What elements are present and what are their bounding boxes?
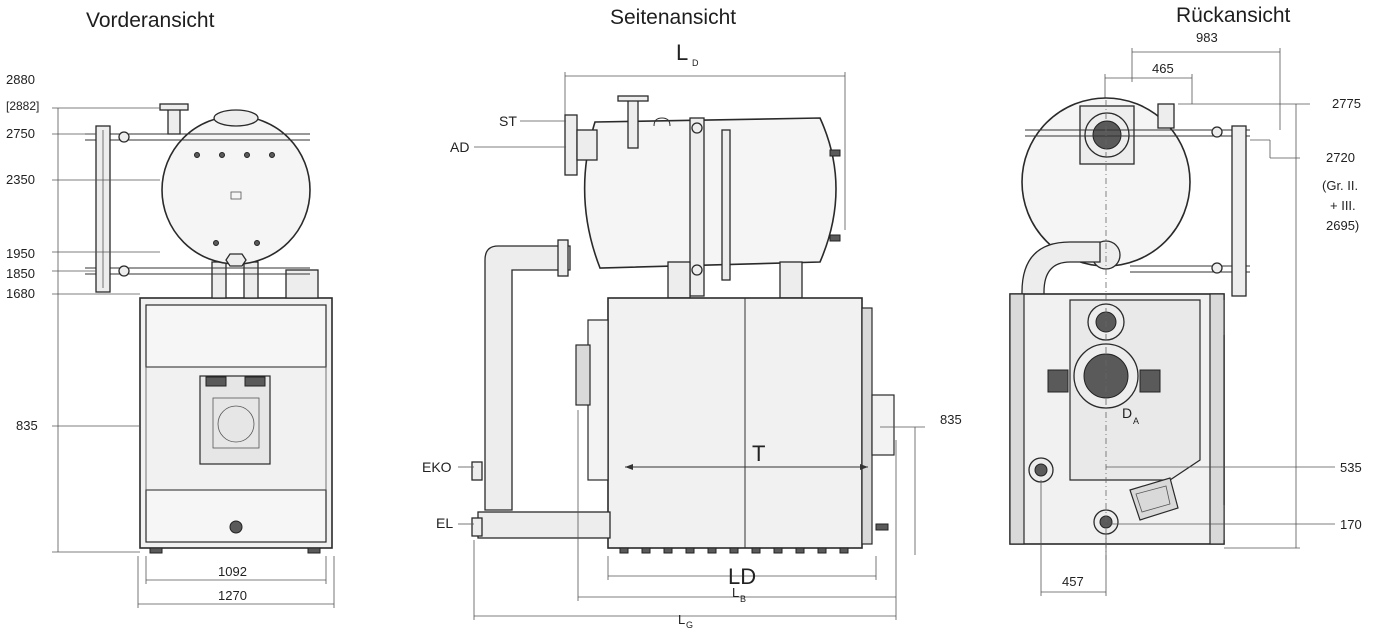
side-dim-lg: L bbox=[678, 612, 685, 627]
rear-label-da-sub: A bbox=[1133, 416, 1139, 426]
front-dim-1270: 1270 bbox=[218, 588, 247, 603]
rear-dim-535: 535 bbox=[1340, 460, 1362, 475]
side-view bbox=[458, 72, 925, 620]
side-label-t: T bbox=[752, 441, 765, 466]
side-dim-lb-sub: B bbox=[740, 594, 746, 604]
side-dim-ld-top: L bbox=[676, 40, 688, 65]
rear-dim-170: 170 bbox=[1340, 517, 1362, 532]
rear-view-title: Rückansicht bbox=[1176, 4, 1291, 27]
front-view bbox=[52, 103, 335, 608]
rear-note-line2: + III. bbox=[1330, 198, 1356, 213]
rear-label-da: D bbox=[1122, 405, 1132, 421]
side-dim-ld-bottom: LD bbox=[728, 564, 756, 589]
rear-note-line1: (Gr. II. bbox=[1322, 178, 1358, 193]
side-label-st: ST bbox=[499, 113, 517, 129]
rear-dim-457: 457 bbox=[1062, 574, 1084, 589]
side-boiler-body bbox=[607, 297, 863, 549]
front-dim-1850: 1850 bbox=[6, 266, 35, 281]
front-dim-1680: 1680 bbox=[6, 286, 35, 301]
side-label-ad: AD bbox=[450, 139, 469, 155]
front-dim-2750: 2750 bbox=[6, 126, 35, 141]
side-level-gauge bbox=[689, 117, 705, 297]
rear-level-gauge bbox=[1231, 125, 1247, 297]
rear-dim-2720: 2720 bbox=[1326, 150, 1355, 165]
front-steam-tank bbox=[161, 115, 311, 265]
rear-dim-2775: 2775 bbox=[1332, 96, 1361, 111]
front-dim-2350: 2350 bbox=[6, 172, 35, 187]
rear-view bbox=[1009, 48, 1335, 596]
rear-dim-983: 983 bbox=[1196, 30, 1218, 45]
front-view-title: Vorderansicht bbox=[86, 9, 215, 32]
side-view-title: Seitenansicht bbox=[610, 6, 736, 29]
side-dim-ld-top-sub: D bbox=[692, 58, 699, 68]
side-label-eko: EKO bbox=[422, 459, 452, 475]
front-burner-door bbox=[199, 375, 271, 465]
front-dim-1950: 1950 bbox=[6, 246, 35, 261]
front-dim-1092: 1092 bbox=[218, 564, 247, 579]
side-dim-lb: L bbox=[732, 585, 739, 600]
rear-dim-465: 465 bbox=[1152, 61, 1174, 76]
side-steam-tank bbox=[583, 117, 837, 269]
side-dim-835: 835 bbox=[940, 412, 962, 427]
rear-note-line3: 2695) bbox=[1326, 218, 1359, 233]
front-dim-2882: [2882] bbox=[6, 99, 39, 113]
side-label-el: EL bbox=[436, 515, 453, 531]
front-dim-835: 835 bbox=[16, 418, 38, 433]
side-dim-lg-sub: G bbox=[686, 620, 693, 630]
front-dim-2880: 2880 bbox=[6, 72, 35, 87]
